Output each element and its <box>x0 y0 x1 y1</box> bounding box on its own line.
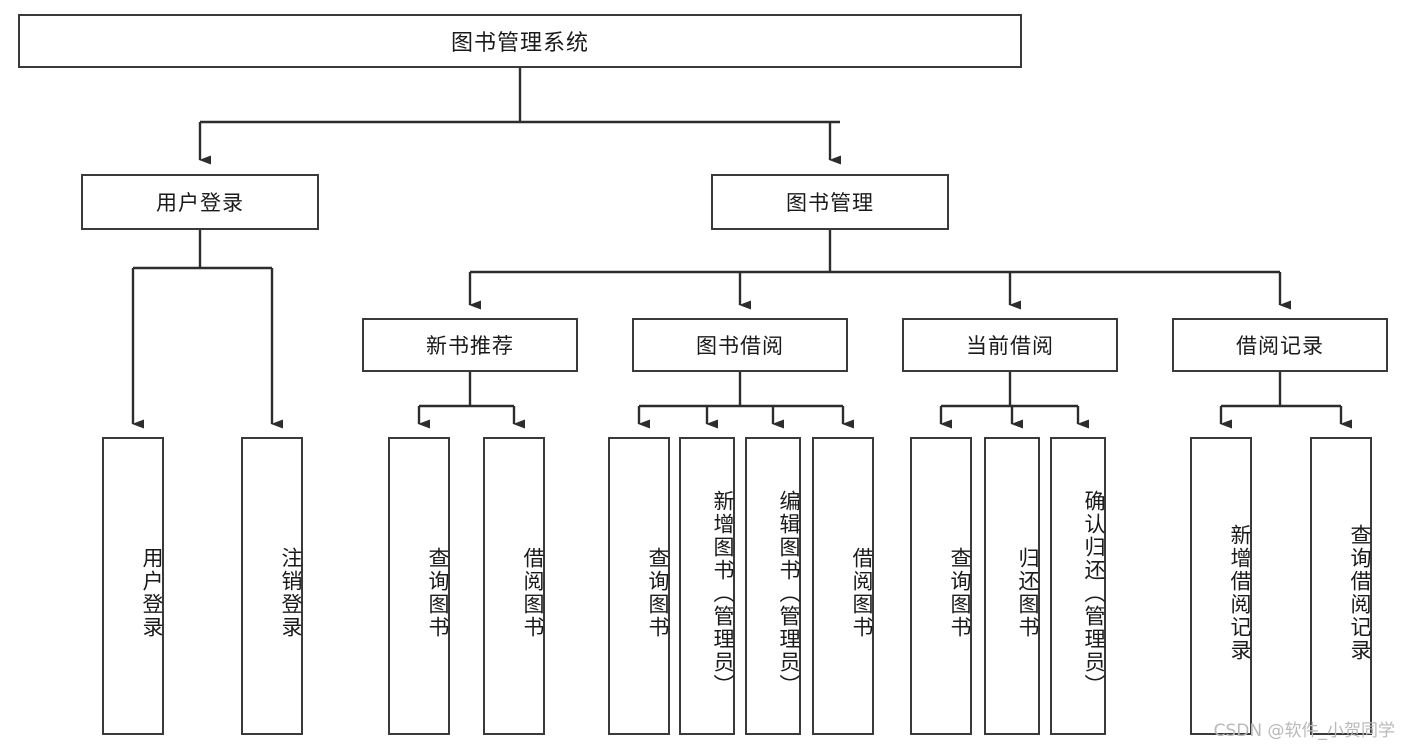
node-leaf-add-book[interactable]: 新增图书（管理员） <box>679 437 735 735</box>
node-leaf-query-borrow-record[interactable]: 查询借阅记录 <box>1310 437 1372 735</box>
node-label: 新增图书（管理员） <box>711 489 734 697</box>
node-leaf-edit-book[interactable]: 编辑图书（管理员） <box>745 437 801 735</box>
node-book-borrow[interactable]: 图书借阅 <box>632 318 848 372</box>
node-label: 查询借阅记录 <box>1348 524 1371 662</box>
node-leaf-query-book-1[interactable]: 查询图书 <box>388 437 450 735</box>
node-label: 借阅图书 <box>521 547 544 639</box>
node-leaf-query-book-3[interactable]: 查询图书 <box>910 437 972 735</box>
node-label: 图书借阅 <box>696 335 784 358</box>
node-leaf-confirm-return[interactable]: 确认归还（管理员） <box>1050 437 1106 735</box>
node-label: 查询图书 <box>646 547 669 639</box>
node-leaf-user-login[interactable]: 用户登录 <box>102 437 164 735</box>
node-new-book-recommend[interactable]: 新书推荐 <box>362 318 578 372</box>
node-label: 新书推荐 <box>426 335 514 358</box>
node-label: 图书管理 <box>786 192 874 215</box>
node-label: 用户登录 <box>156 192 244 215</box>
node-leaf-user-logout[interactable]: 注销登录 <box>241 437 303 735</box>
node-label: 借阅图书 <box>850 547 873 639</box>
node-label: 归还图书 <box>1016 547 1039 639</box>
node-label: 借阅记录 <box>1236 335 1324 358</box>
node-book-management-system[interactable]: 图书管理系统 <box>18 14 1022 68</box>
node-label: 注销登录 <box>279 547 302 639</box>
node-label: 用户登录 <box>140 547 163 639</box>
node-label: 编辑图书（管理员） <box>777 489 800 697</box>
node-label: 查询图书 <box>948 547 971 639</box>
node-leaf-borrow-book-2[interactable]: 借阅图书 <box>812 437 874 735</box>
node-leaf-borrow-book-1[interactable]: 借阅图书 <box>483 437 545 735</box>
node-leaf-return-book[interactable]: 归还图书 <box>984 437 1040 735</box>
node-book-manage[interactable]: 图书管理 <box>711 174 949 230</box>
watermark-text: CSDN @软件_小贺同学 <box>1213 721 1395 741</box>
node-label: 当前借阅 <box>966 335 1054 358</box>
node-borrow-record[interactable]: 借阅记录 <box>1172 318 1388 372</box>
node-label: 确认归还（管理员） <box>1082 489 1105 697</box>
node-user-login[interactable]: 用户登录 <box>81 174 319 230</box>
node-label: 查询图书 <box>426 547 449 639</box>
node-current-borrow[interactable]: 当前借阅 <box>902 318 1118 372</box>
node-label: 图书管理系统 <box>450 30 589 55</box>
node-leaf-add-borrow-record[interactable]: 新增借阅记录 <box>1190 437 1252 735</box>
node-leaf-query-book-2[interactable]: 查询图书 <box>608 437 670 735</box>
node-label: 新增借阅记录 <box>1228 524 1251 662</box>
